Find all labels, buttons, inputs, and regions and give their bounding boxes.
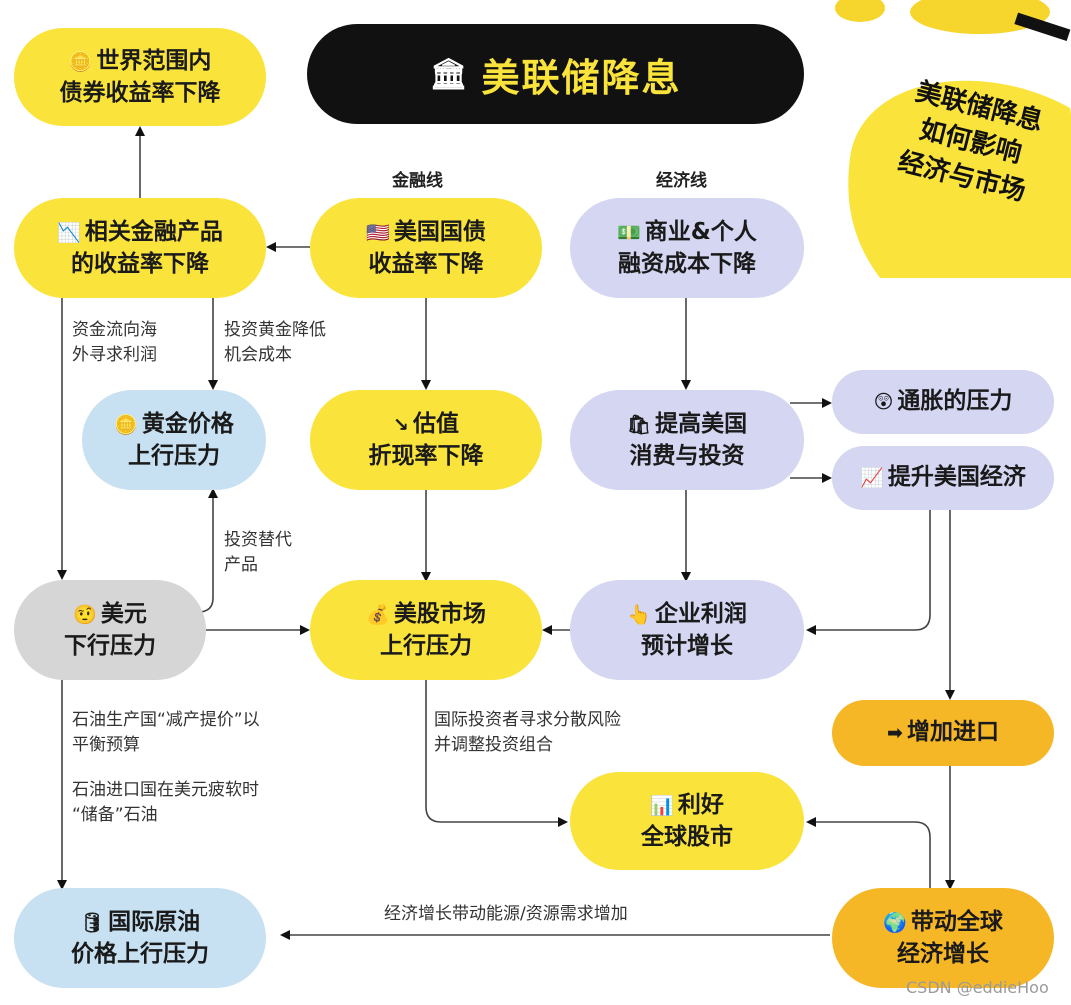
chart-up-icon: 📈: [860, 467, 884, 489]
node-line: 企业利润: [654, 600, 747, 627]
node-line: 消费与投资: [629, 442, 745, 469]
label-line: 国际投资者寻求分散风险: [434, 710, 621, 730]
globe-icon: 🌍: [883, 911, 907, 934]
node-line: 国际原油: [108, 908, 201, 935]
arrow-down-right-icon: ↘: [393, 413, 409, 436]
edge-label-oil-producers: 石油生产国“减产提价”以 平衡预算: [72, 708, 260, 758]
node-line: 相关金融产品: [84, 218, 223, 245]
node-line: 通胀的压力: [897, 388, 1013, 414]
money-bag-icon: 💰: [366, 603, 390, 626]
us-flag-icon: 🇺🇸: [366, 221, 390, 244]
right-arrow-icon: ➡: [887, 722, 903, 744]
node-line: 增加进口: [906, 719, 999, 745]
finance-line-label: 金融线: [392, 171, 443, 191]
node-line: 上行压力: [127, 442, 220, 469]
label-line: 产品: [224, 555, 258, 575]
oil-barrel-icon: 🛢: [79, 911, 105, 934]
label-line: 资金流向海: [72, 320, 157, 340]
surprised-face-icon: 😲: [873, 391, 894, 413]
label-line: 并调整投资组合: [434, 735, 553, 755]
node-us-treasury: 🇺🇸美国国债 收益率下降: [310, 198, 542, 298]
node-line: 全球股市: [641, 823, 733, 850]
money-icon: 💵: [617, 221, 641, 244]
node-line: 带动全球: [910, 908, 1003, 935]
chart-down-icon: 📉: [57, 221, 81, 244]
edge-label-gold-cost: 投资黄金降低 机会成本: [224, 318, 326, 368]
sticker-circle: [848, 80, 1071, 278]
raised-eyebrow-face-icon: 🤨: [73, 603, 97, 626]
main-title: 🏛 美联储降息: [307, 24, 804, 124]
label-line: 平衡预算: [72, 735, 140, 755]
node-valuation: ↘估值 折现率下降: [310, 390, 542, 490]
edge-economy-to-profits: [806, 510, 931, 635]
node-line: 美国国债: [393, 218, 486, 245]
title-text: 美联储降息: [481, 55, 682, 100]
node-line: 上行压力: [379, 632, 472, 659]
economy-line-label: 经济线: [656, 171, 707, 191]
shopping-bag-icon: 🛍: [626, 413, 652, 436]
node-line: 价格上行压力: [71, 940, 209, 967]
node-line: 提高美国: [655, 410, 748, 437]
node-line: 世界范围内: [96, 47, 212, 74]
edge-label-capital-flow: 资金流向海 外寻求利润: [72, 318, 157, 368]
label-line: 机会成本: [224, 345, 292, 365]
edge-stocks-to-globalstocks: [425, 680, 568, 827]
node-line: 债券收益率下降: [59, 79, 221, 106]
node-line: 美股市场: [393, 600, 486, 627]
node-financing-cost: 💵商业&个人 融资成本下降: [570, 198, 804, 298]
node-line: 黄金价格: [141, 410, 234, 437]
label-line: “储备”石油: [72, 805, 158, 825]
edge-usd-to-gold: [197, 488, 218, 613]
node-global-growth: 🌍带动全球 经济增长: [832, 888, 1054, 988]
label-line: 石油生产国“减产提价”以: [72, 710, 260, 730]
node-line: 融资成本下降: [617, 250, 756, 277]
node-line: 预计增长: [640, 632, 733, 659]
label-line: 投资黄金降低: [224, 320, 326, 340]
label-line: 外寻求利润: [72, 345, 157, 365]
node-consumption: 🛍提高美国 消费与投资: [570, 390, 804, 490]
node-line: 经济增长: [896, 940, 989, 967]
node-line: 收益率下降: [368, 250, 484, 277]
node-inflation: 😲通胀的压力: [832, 370, 1054, 434]
edge-label-alt-investment: 投资替代 产品: [224, 528, 292, 578]
node-profits: 👆企业利润 预计增长: [570, 580, 804, 680]
bank-building-icon: 🏛: [429, 56, 470, 92]
coin-icon: 🪙: [68, 50, 93, 73]
gold-bar-icon: 🪙: [114, 413, 138, 436]
node-oil: 🛢国际原油 价格上行压力: [14, 888, 266, 988]
node-line: 下行压力: [64, 632, 156, 659]
edge-label-oil-importers: 石油进口国在美元疲软时 “储备”石油: [72, 778, 259, 828]
node-world-bond-yields: 🪙世界范围内 债券收益率下降: [14, 28, 266, 126]
node-global-stocks: 📊利好 全球股市: [570, 772, 804, 870]
edge-label-energy-demand: 经济增长带动能源/资源需求增加: [384, 902, 628, 927]
node-line: 美元: [100, 600, 147, 627]
edge-growth-to-globalstocks: [806, 817, 931, 888]
node-economy: 📈提升美国经济: [832, 446, 1054, 510]
mascot-hand-graphic: [835, 0, 1071, 41]
node-imports: ➡增加进口: [832, 700, 1054, 766]
node-line: 商业&个人: [644, 218, 757, 245]
node-us-stocks: 💰美股市场 上行压力: [310, 580, 542, 680]
hand-icon: 👆: [627, 603, 651, 626]
label-line: 投资替代: [224, 530, 292, 550]
node-line: 折现率下降: [368, 442, 484, 469]
node-related-yields: 📉相关金融产品 的收益率下降: [14, 198, 266, 298]
label-line: 石油进口国在美元疲软时: [72, 780, 259, 800]
edge-label-diversify: 国际投资者寻求分散风险 并调整投资组合: [434, 708, 621, 758]
watermark: CSDN @eddieHoo: [906, 978, 1049, 997]
node-usd: 🤨美元 下行压力: [14, 580, 206, 680]
label-line: 经济增长带动能源/资源需求增加: [384, 904, 628, 924]
node-line: 估值: [412, 410, 459, 437]
node-line: 提升美国经济: [887, 464, 1026, 490]
node-line: 利好: [677, 791, 724, 818]
node-gold: 🪙黄金价格 上行压力: [82, 390, 266, 490]
node-line: 的收益率下降: [70, 250, 209, 277]
bar-chart-icon: 📊: [650, 794, 674, 817]
